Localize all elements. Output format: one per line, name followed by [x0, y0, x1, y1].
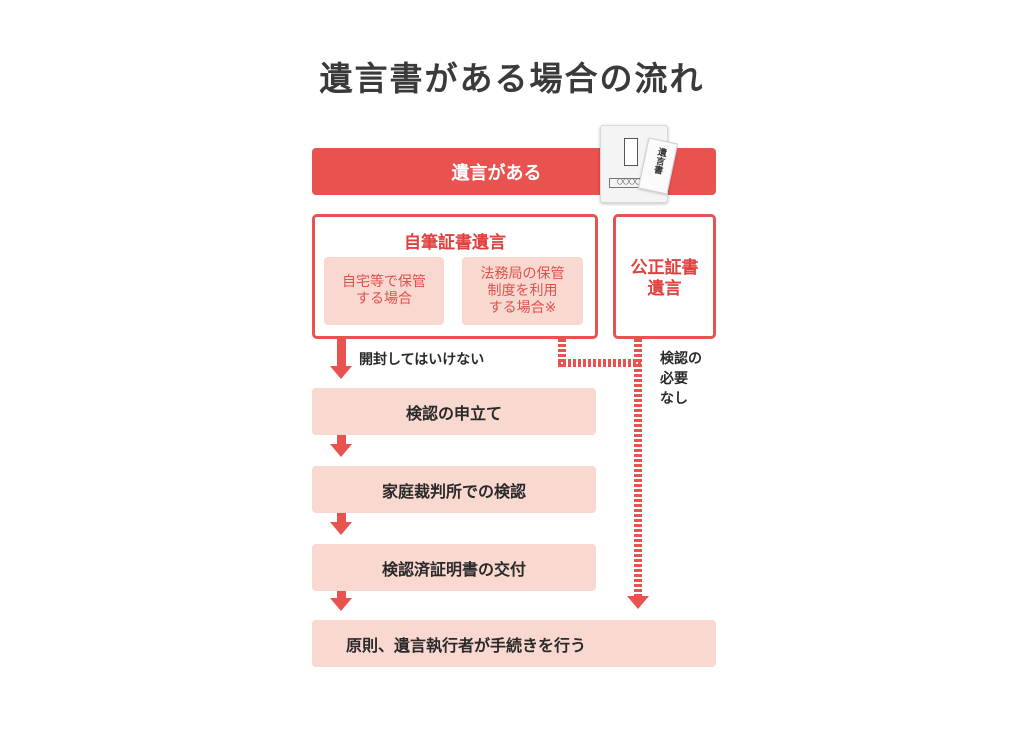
- notarial-dashed-arrow-shaft: [634, 339, 642, 597]
- step-label: 検認済証明書の交付: [381, 559, 526, 579]
- legal-bureau-label: 法務局の保管 制度を利用 する場合※: [480, 265, 565, 316]
- home-storage-option: 自宅等で保管 する場合: [324, 257, 444, 325]
- step-label: 検認の申立て: [405, 403, 502, 423]
- paper-sheet-icon: [624, 138, 638, 166]
- final-label: 原則、遺言執行者が手続きを行う: [346, 635, 587, 655]
- do-not-open-note: 開封してはいけない: [359, 352, 485, 368]
- notarial-dashed-arrow-head: [627, 596, 649, 609]
- legal-bureau-connector-horizontal: [558, 359, 642, 367]
- flow-arrow-shaft: [337, 435, 346, 445]
- no-probate-note: 検認の 必要 なし: [660, 351, 702, 407]
- step-probate-application: 検認の申立て: [312, 388, 596, 435]
- flow-arrow-head: [330, 366, 352, 379]
- flow-arrow-head: [330, 522, 352, 535]
- legal-bureau-option: 法務局の保管 制度を利用 する場合※: [462, 257, 583, 325]
- flow-arrow-shaft: [337, 339, 346, 368]
- flow-arrow-head: [330, 444, 352, 457]
- final-executor-step: 原則、遺言執行者が手続きを行う: [312, 620, 716, 667]
- banner-label: 遺言がある: [451, 162, 542, 184]
- step-label: 家庭裁判所での検認: [381, 481, 526, 501]
- notarial-will-box: [613, 214, 716, 339]
- flow-arrow-head: [330, 598, 352, 611]
- holographic-will-title: 自筆証書遺言: [404, 233, 506, 253]
- step-probate-certificate: 検認済証明書の交付: [312, 544, 596, 591]
- home-storage-label: 自宅等で保管 する場合: [342, 274, 426, 307]
- legal-bureau-connector-vertical: [558, 339, 566, 367]
- flow-arrow-shaft: [337, 513, 346, 523]
- page-title: 遺言書がある場合の流れ: [319, 59, 705, 98]
- flow-arrow-shaft: [337, 591, 346, 599]
- step-family-court-probate: 家庭裁判所での検認: [312, 466, 596, 513]
- envelope-text: 遺言書: [651, 146, 667, 175]
- notarial-will-title: 公正証書 遺言: [630, 258, 699, 299]
